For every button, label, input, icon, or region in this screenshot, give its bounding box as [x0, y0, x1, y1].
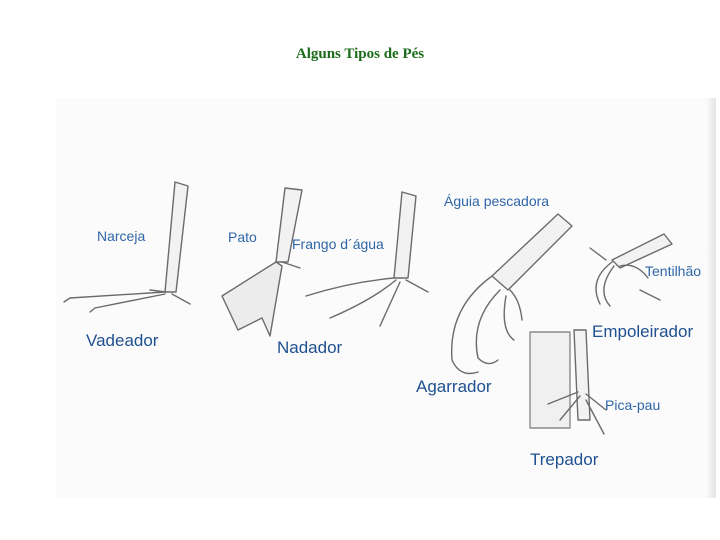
agarrador-foot-drawing	[450, 213, 573, 375]
label-aguia-pescadora: Águia pescadora	[444, 193, 550, 209]
page-title: Alguns Tipos de Pés	[295, 46, 425, 62]
label-vadeador: Vadeador	[86, 331, 159, 350]
empoleirador-foot-drawing	[589, 233, 673, 307]
label-agarrador: Agarrador	[416, 377, 492, 396]
label-trepador: Trepador	[530, 450, 599, 469]
label-pica-pau: Pica-pau	[605, 397, 661, 413]
bird-feet-figure	[56, 98, 716, 498]
label-nadador: Nadador	[277, 338, 343, 357]
nadador-pato-foot-drawing	[221, 187, 303, 337]
figure-edge	[706, 98, 716, 498]
trepador-foot-drawing	[529, 329, 607, 435]
vadeador-foot-drawing	[63, 181, 191, 313]
label-narceja: Narceja	[97, 228, 146, 244]
label-tentilhao: Tentilhão	[645, 263, 702, 279]
label-empoleirador: Empoleirador	[592, 322, 694, 341]
label-pato: Pato	[228, 229, 257, 245]
nadador-frango-foot-drawing	[305, 191, 429, 327]
label-frango-dagua: Frango d´água	[292, 236, 384, 252]
